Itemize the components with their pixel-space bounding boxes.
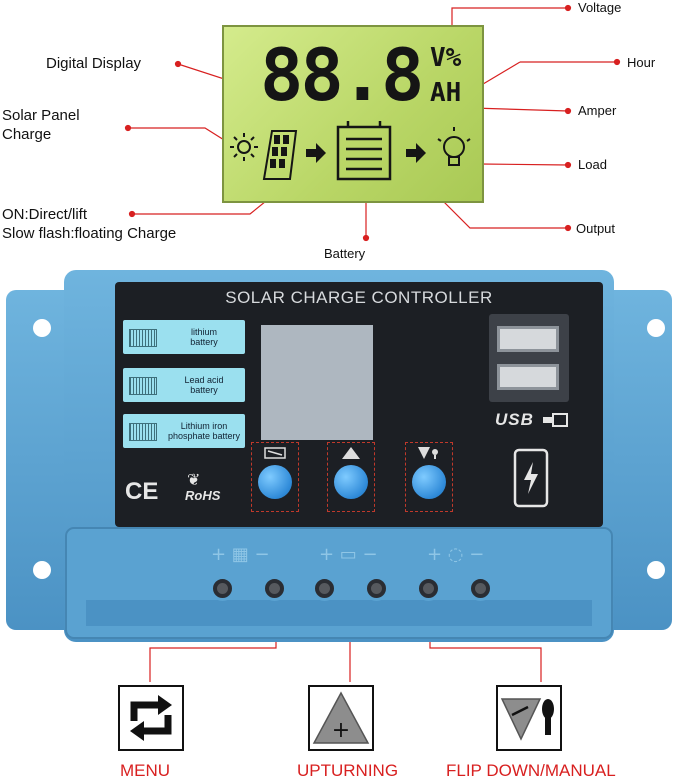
- status-label-line1: ON:Direct/lift: [2, 206, 88, 223]
- svg-text:+ ▦ −: + ▦ −: [211, 544, 270, 565]
- lcd-digits: 88.8: [260, 33, 424, 117]
- svg-text:+: +: [332, 718, 350, 743]
- hour-label: Hour: [627, 55, 656, 70]
- panel-title: SOLAR CHARGE CONTROLLER: [225, 288, 493, 307]
- status-label-line2: Slow flash:floating Charge: [2, 225, 177, 242]
- arrow-right-icon: [306, 143, 326, 163]
- usb-plug-icon: [543, 413, 568, 427]
- output-label: Output: [576, 221, 616, 236]
- digital-display-label: Digital Display: [46, 55, 142, 72]
- down-button-zone: [405, 442, 453, 512]
- down-button[interactable]: [412, 465, 446, 499]
- sun-icon: [230, 133, 258, 161]
- down-manual-icon: [418, 447, 438, 459]
- lcd-symbols: [230, 121, 471, 181]
- battery-type-line2: phosphate battery: [167, 431, 241, 441]
- svg-text:+ ◌ −: + ◌ −: [427, 544, 484, 565]
- svg-text:+ ▭ −: + ▭ −: [319, 544, 378, 565]
- ce-mark: CE: [125, 478, 159, 505]
- solar-panel-icon: [262, 130, 298, 180]
- menu-legend-box: [118, 685, 184, 751]
- usb-port[interactable]: [497, 364, 559, 390]
- battery-icon: [129, 423, 157, 441]
- lcd-screen: [261, 325, 373, 440]
- terminal-load-positive[interactable]: [416, 576, 441, 601]
- terminal-battery-positive[interactable]: [312, 576, 337, 601]
- solar-panel-label-line2: Charge: [2, 126, 52, 143]
- amper-label: Amper: [578, 103, 617, 118]
- terminal-solar-negative[interactable]: [262, 576, 287, 601]
- cycle-arrows-icon: [130, 695, 172, 741]
- battery-icon: [129, 329, 157, 347]
- up-button[interactable]: [334, 465, 368, 499]
- phone-charging-icon: [513, 448, 549, 508]
- usb-label: USB: [495, 410, 534, 429]
- rohs-leaf-icon: ❦: [187, 472, 201, 489]
- up-button-zone: [327, 442, 375, 512]
- solar-panel-label-line1: Solar Panel: [2, 107, 80, 124]
- arrow-right-icon: [406, 143, 426, 163]
- menu-button[interactable]: [258, 465, 292, 499]
- battery-type-line2: battery: [190, 337, 218, 347]
- upturning-label: UPTURNING: [297, 761, 399, 780]
- battery-type-line1: Lead acid: [184, 374, 224, 385]
- up-icon: [342, 447, 360, 459]
- flip-down-legend-box: [496, 685, 562, 751]
- load-label: Load: [578, 157, 607, 172]
- battery-type-line1: Lithium iron: [180, 420, 228, 431]
- flip-down-label: FLIP DOWN/MANUAL: [446, 761, 616, 780]
- menu-button-zone: [251, 442, 299, 512]
- battery-icon: [336, 121, 392, 181]
- terminal-load-negative[interactable]: [468, 576, 493, 601]
- terminal-battery-negative[interactable]: [364, 576, 389, 601]
- usb-port[interactable]: [497, 326, 559, 352]
- battery-type-line1: lithium: [190, 326, 217, 337]
- lcd-unit-top: V%: [430, 43, 462, 73]
- triangle-minus-manual-icon: [500, 698, 554, 741]
- menu-label: MENU: [120, 761, 171, 780]
- battery-label: Battery: [324, 246, 366, 261]
- lcd-unit-bottom: AH: [430, 78, 462, 108]
- triangle-plus-icon: +: [312, 691, 370, 744]
- battery-icon: [129, 377, 157, 395]
- usb-ports[interactable]: [489, 314, 569, 402]
- voltage-label: Voltage: [578, 0, 622, 15]
- light-bulb-icon: [437, 127, 471, 166]
- terminal-solar-positive[interactable]: [210, 576, 235, 601]
- battery-type-line2: battery: [190, 385, 218, 395]
- lcd-closeup: 88.8 V% AH: [222, 25, 484, 203]
- rohs-mark: RoHS: [185, 488, 221, 503]
- upturning-legend-box: +: [308, 685, 374, 751]
- menu-icon: [264, 447, 286, 459]
